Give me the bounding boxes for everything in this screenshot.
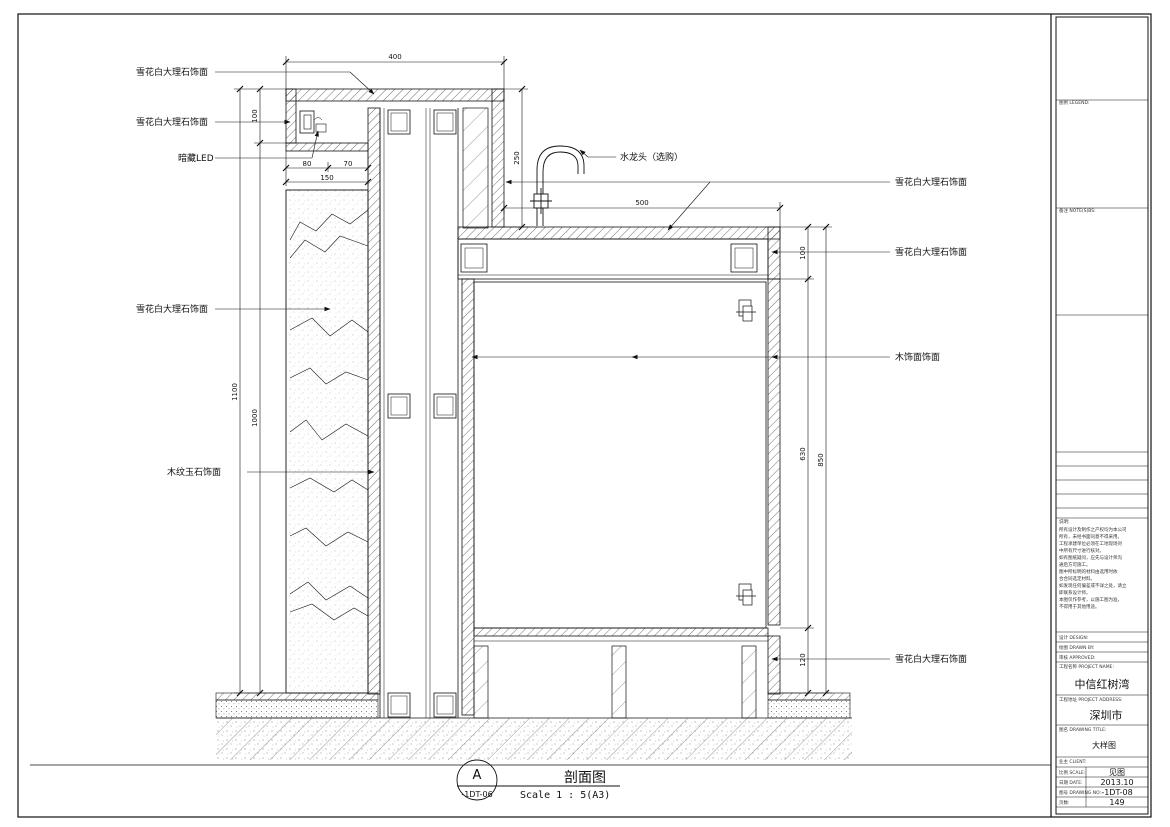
sheet-border (17, 13, 1152, 818)
leader-lines (215, 71, 890, 662)
project-address: 深圳市 (1090, 708, 1123, 722)
date-value: 2013.10 (1100, 778, 1133, 787)
dim-faucet-rise: 250 (513, 151, 521, 164)
date-label: 日期 DATE: (1059, 780, 1083, 786)
remarks-line: 中所有尺寸进行核对。 (1059, 547, 1104, 554)
label-apron-marble: 雪花白大理石饰面 (895, 246, 967, 258)
label-base-marble: 雪花白大理石饰面 (895, 653, 967, 665)
label-wall-jade: 木纹玉石饰面 (167, 466, 221, 478)
remarks-line: 不得用于其他用途。 (1059, 603, 1100, 610)
remarks-line: 所有设计及制作之产权均为本公司 (1059, 526, 1127, 533)
remarks-line: 合合同选定材料。 (1059, 575, 1095, 582)
notes-label: 备注 NOTE(S)BS: (1059, 207, 1096, 214)
back-panel (462, 107, 489, 229)
dim-niche-height: 100 (251, 109, 259, 122)
dim-door-height: 630 (799, 447, 807, 460)
faucet-illustration (530, 145, 585, 226)
remarks-line: 工程承建单位必须在工地现场对 (1059, 540, 1122, 547)
drawn-label: 绘图 DRAWN BY: (1059, 644, 1094, 651)
section-mark: A (473, 768, 482, 783)
dim-apron-height: 100 (799, 246, 807, 259)
wall-cladding (285, 107, 381, 695)
remarks-label: 说明: (1059, 518, 1070, 525)
dim-top-width: 400 (388, 53, 401, 61)
wall-stud (379, 108, 459, 718)
design-label: 设计 DESIGN: (1059, 634, 1088, 641)
title-block: 图例 LEGEND: 备注 NOTE(S)BS: 说明: 所有设计及制作之产权均… (1055, 16, 1149, 815)
project-address-label: 工程地址 PROJECT ADDRESS: (1059, 696, 1123, 703)
dim-shelf-150: 150 (320, 174, 333, 182)
section-title: 剖面图 (564, 770, 606, 786)
dim-counter-height: 850 (817, 453, 825, 466)
dim-wall-height: 1000 (251, 409, 259, 427)
drawing-title: 大样图 (1092, 740, 1116, 750)
project-name-label: 工程名称 PROJECT NAME: (1059, 663, 1114, 670)
approved-label: 审核 APPROVED: (1059, 654, 1095, 661)
remarks-line: 即联系设计师。 (1059, 589, 1091, 596)
floor-slab (215, 692, 852, 760)
legend-label: 图例 LEGEND: (1059, 99, 1089, 106)
remarks-line: 如发现任何偏差或不详之处，请立 (1059, 582, 1127, 589)
dim-counter-width: 500 (635, 199, 648, 207)
dimension-lines (234, 56, 832, 697)
remarks-line: 图中所标明的材料由选用时依 (1059, 568, 1118, 575)
label-wood-face: 木饰面饰面 (895, 351, 940, 363)
dim-shelf-70: 70 (344, 160, 353, 168)
page-label: 页数: (1059, 799, 1070, 806)
label-wall-marble: 雪花白大理石饰面 (136, 303, 208, 315)
section-title-block: A -1DT-06 剖面图 Scale 1 : 5(A3) (456, 759, 620, 801)
client-label: 业主 CLIENT: (1059, 758, 1086, 765)
remarks-line: 本图仅作参考，以施工图为准， (1059, 596, 1122, 603)
label-faucet: 水龙头（选购） (620, 151, 683, 163)
scale-label: 比例 SCALE: (1059, 769, 1085, 776)
scale-value: 见图 (1109, 768, 1125, 777)
label-top-marble-2: 雪花白大理石饰面 (136, 116, 208, 128)
dim-plinth-height: 120 (799, 653, 807, 666)
remarks-line: 如有图纸疑问，应先与设计师沟 (1059, 554, 1122, 561)
top-niche (285, 88, 505, 228)
section-scale: Scale 1 : 5(A3) (520, 790, 610, 801)
dim-total-height: 1100 (231, 383, 239, 401)
label-led: 暗藏LED (178, 152, 214, 164)
remarks-line: 通后方可施工。 (1059, 561, 1091, 568)
dim-shelf-80: 80 (303, 160, 312, 168)
page-value: 149 (1109, 798, 1124, 807)
label-counter-marble: 雪花白大理石饰面 (895, 176, 967, 188)
remarks-line: 所有，未经书面同意不得采用。 (1059, 533, 1122, 540)
remarks-text: 所有设计及制作之产权均为本公司 所有，未经书面同意不得采用。 工程承建单位必须在… (1059, 526, 1127, 610)
project-name: 中信红树湾 (1075, 677, 1130, 691)
section-sheet-ref: -1DT-06 (461, 790, 492, 799)
vanity-cabinet (457, 226, 781, 719)
label-top-marble-1: 雪花白大理石饰面 (136, 66, 208, 78)
drawing-title-label: 图名 DRAWING TITLE: (1059, 726, 1106, 733)
drawing-no: -1DT-08 (1101, 788, 1132, 797)
drawing-no-label: 图号 DRAWING NO: (1059, 790, 1101, 796)
